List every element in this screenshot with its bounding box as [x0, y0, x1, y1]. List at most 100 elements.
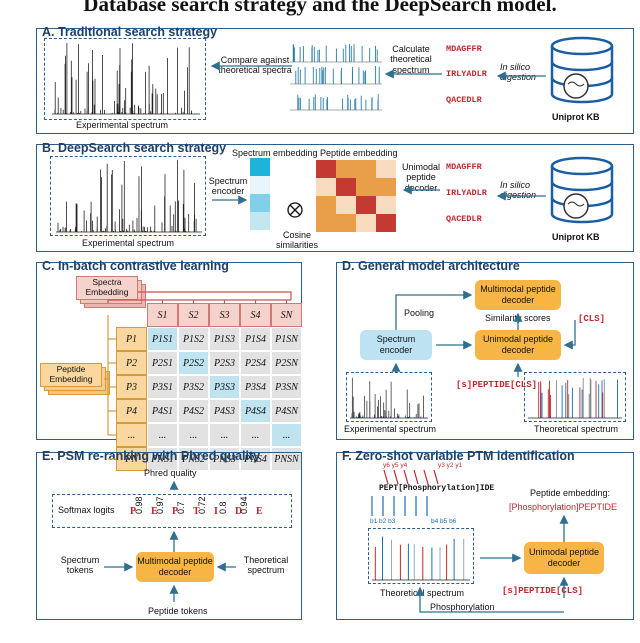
matrix-cell: ...	[209, 423, 240, 447]
softmax-frame	[52, 494, 292, 528]
panel-b-spectrum-peaks	[56, 160, 202, 233]
logit-residue: D	[235, 506, 243, 517]
panel-e-connectors	[104, 480, 236, 602]
matrix-cell: P4SN	[271, 399, 302, 423]
panel-a-theoretical-spectra	[290, 44, 382, 111]
matrix-cell: P2S2	[178, 351, 209, 375]
y-ion-line	[393, 469, 399, 485]
matrix-cell: P2S1	[147, 351, 178, 375]
y-ion-line	[413, 469, 419, 485]
panel-a-calc-label: Calculate theoretical spectrum	[390, 44, 432, 75]
panel-c-connectors	[107, 291, 292, 303]
heatmap-cell	[356, 178, 376, 196]
matrix-header-cell: P3	[116, 375, 147, 399]
panel-d-exp-frame	[346, 372, 432, 422]
cosine-operator-icon	[287, 202, 303, 218]
panel-f	[336, 452, 634, 620]
b-ions-right-label: b4 b5 b6	[431, 518, 457, 525]
matrix-cell: P4S3	[209, 399, 240, 423]
figure-caption: Database search strategy and the DeepSea…	[83, 0, 557, 16]
matrix-cell: PNS1	[147, 447, 178, 471]
softmax-logits-label: Softmax logits	[58, 505, 115, 515]
panel-a-db-label: Uniprot KB	[552, 112, 600, 122]
ptm-embedding-value: [Phosphorylation]PEPTIDE	[509, 502, 618, 512]
panel-d-connectors	[391, 290, 576, 377]
heatmap-cell	[336, 214, 356, 232]
matrix-cell: P4S1	[147, 399, 178, 423]
matrix-header-cell: ...	[116, 423, 147, 447]
matrix-cell: P1S1	[147, 327, 178, 351]
panel-a-exp-spectrum-label: Experimental spectrum	[76, 120, 169, 130]
matrix-cell: P1S2	[178, 327, 209, 351]
spectra-embedding-label: Spectra Embedding	[76, 276, 138, 300]
logit-residue: I	[214, 506, 218, 517]
heatmap-cell	[336, 178, 356, 196]
panel-b-peptide-3: QACEDLR	[446, 214, 482, 224]
panel-d-title: D. General model architecture	[342, 259, 520, 273]
heatmap-cell	[376, 160, 396, 178]
matrix-header-cell: S4	[240, 303, 271, 327]
peptide-seq-label: [s]PEPTIDE[CLS]	[456, 380, 538, 390]
heatmap-cell	[356, 196, 376, 214]
matrix-cell: PNS4	[240, 447, 271, 471]
panel-a-peptide-2: IRLYADLR	[446, 69, 487, 79]
panel-c-row-arrows	[104, 315, 116, 460]
matrix-header-cell: S1	[147, 303, 178, 327]
panel-b-in-silico-label: In silico digestion	[500, 180, 537, 201]
panel-a-peptide-1: MDAGFFR	[446, 44, 482, 54]
matrix-cell: P2S4	[240, 351, 271, 375]
panel-f-connectors	[415, 514, 569, 613]
panel-b-spectrum-encoder-label: Spectrum encoder	[208, 176, 248, 197]
panel-a-spectrum-peaks	[52, 43, 200, 115]
cls-token-label: [CLS]	[578, 314, 606, 324]
panel-b-cosine-label: Cosine similarities	[275, 230, 318, 251]
panel-d-exp-peaks	[350, 377, 428, 419]
panel-a-spectrum-frame	[44, 38, 206, 120]
y-ion-line	[403, 469, 409, 485]
matrix-header-cell: P2	[116, 351, 147, 375]
panel-a-in-silico-label: In silico digestion	[500, 62, 537, 83]
y-ions-right-label: y3 y2 y1	[438, 462, 463, 469]
logit-residue: E	[151, 506, 158, 517]
unimodal-decoder-box: Unimodal peptide decoder	[475, 330, 561, 360]
matrix-cell: P3SN	[271, 375, 302, 399]
y-ions-left-label: y6 y5 y4	[383, 462, 408, 469]
matrix-header-cell: P1	[116, 327, 147, 351]
logit-residue: P	[172, 506, 179, 517]
pooling-label: Pooling	[404, 308, 435, 318]
panel-c-title: C. In-batch contrastive learning	[42, 259, 229, 273]
database-icon	[550, 156, 614, 224]
ptm-sequence-label: PEPT[Phosphorylation]IDE	[379, 484, 495, 493]
heatmap-cell	[316, 196, 336, 214]
matrix-cell: ...	[271, 423, 302, 447]
matrix-cell: PNS3	[209, 447, 240, 471]
matrix-cell: P2SN	[271, 351, 302, 375]
panel-b-peptide-embedding-label: Peptide embedding	[320, 148, 398, 158]
spectrum-encoder-box: Spectrum encoder	[360, 330, 432, 360]
logit-residue: E	[256, 506, 263, 517]
panel-b-exp-spectrum-label: Experimental spectrum	[82, 238, 175, 248]
matrix-cell: P2S3	[209, 351, 240, 375]
heatmap-cell	[316, 214, 336, 232]
matrix-cell: P3S3	[209, 375, 240, 399]
heatmap-cell	[316, 178, 336, 196]
peptide-embedding-colon-label: Peptide embedding:	[530, 488, 611, 498]
panel-b-spectrum-embedding-label: Spectrum embedding	[232, 148, 318, 158]
matrix-header-cell: S2	[178, 303, 209, 327]
panel-f-title: F. Zero-shot variable PTM identification	[342, 449, 575, 463]
peptide-embedding-heatmap	[316, 160, 396, 232]
panel-b	[36, 144, 634, 252]
panel-d	[336, 262, 634, 440]
matrix-cell: ...	[240, 423, 271, 447]
panel-a	[36, 28, 634, 134]
matrix-cell: ...	[178, 423, 209, 447]
panel-b-title: B. DeepSearch search strategy	[42, 141, 227, 155]
logit-residue: T	[193, 506, 200, 517]
panel-f-theo-frame	[368, 528, 474, 584]
matrix-cell: P1S3	[209, 327, 240, 351]
panel-b-spectrum-frame	[50, 156, 206, 236]
panel-f-ion-lines	[371, 469, 439, 516]
matrix-header-cell: PN	[116, 447, 147, 471]
